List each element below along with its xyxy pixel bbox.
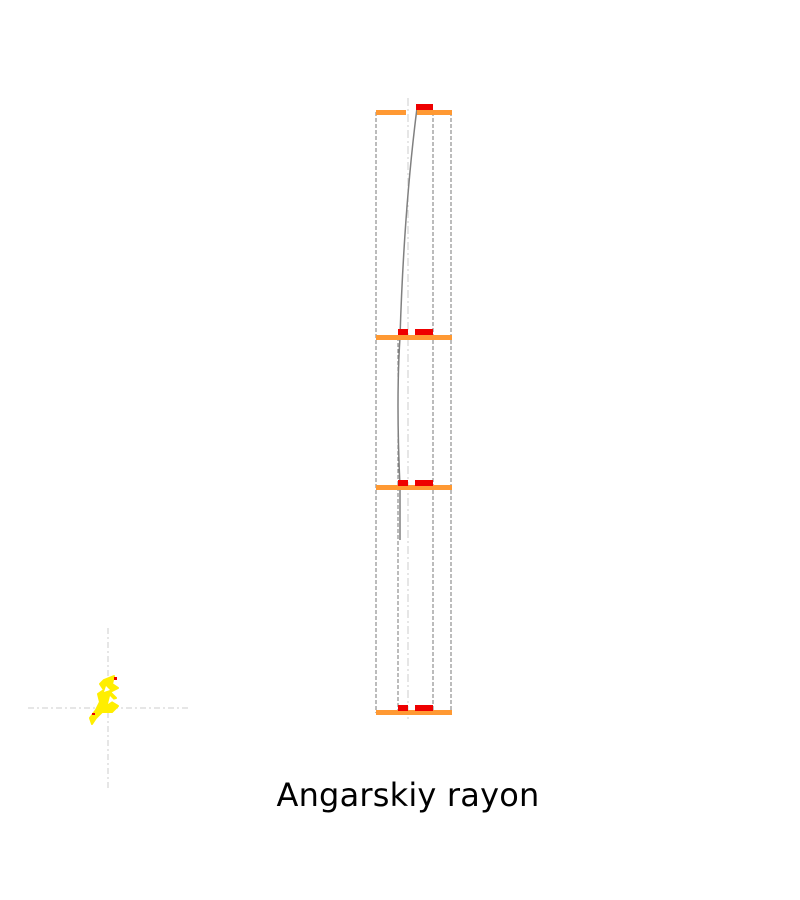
locator-map-icon [89,675,119,725]
band-bottom [376,705,452,715]
band-top [376,104,452,115]
band-upper [376,329,452,340]
locator-inset [28,628,188,788]
district-strip [375,98,452,720]
band-middle [376,480,452,490]
map-title: Angarskiy rayon [276,776,540,814]
